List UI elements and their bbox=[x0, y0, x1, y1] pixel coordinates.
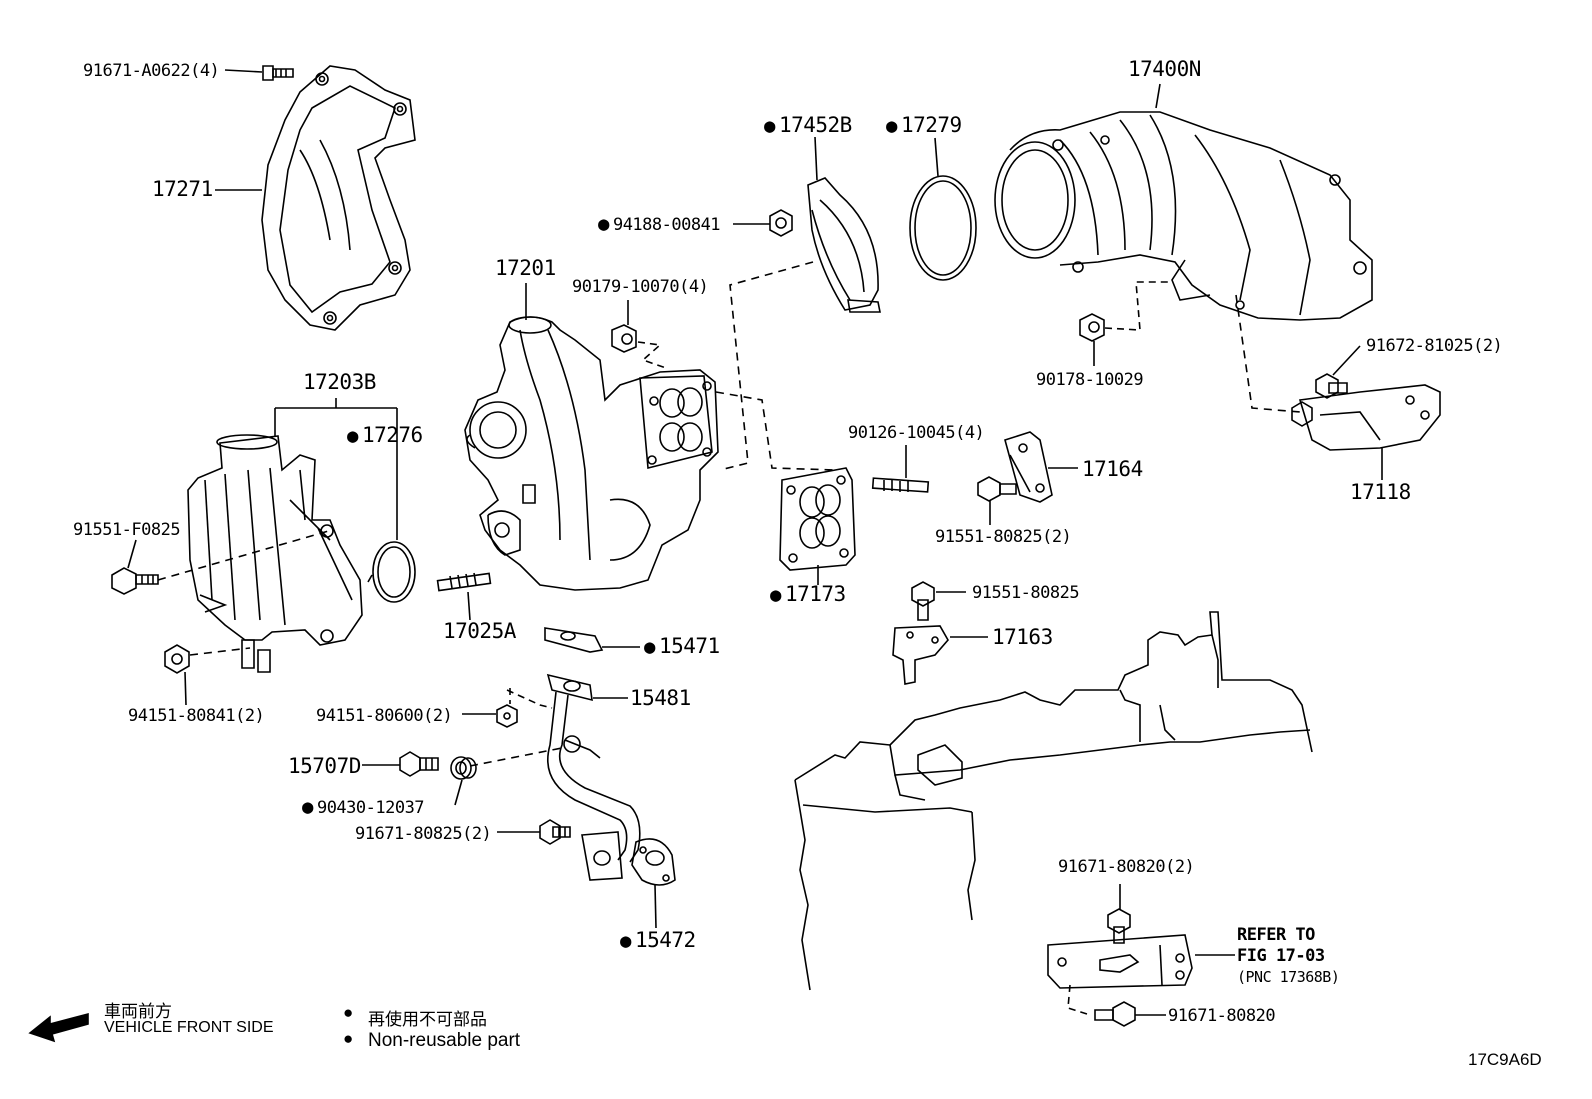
stud-17025a bbox=[438, 573, 491, 591]
label-91551-80825-2: 91551-80825(2) bbox=[935, 527, 1072, 547]
bolt-91551-80825 bbox=[912, 582, 934, 620]
nut-94151-80841 bbox=[165, 645, 189, 673]
label-17163: 17163 bbox=[992, 625, 1053, 649]
label-15481: 15481 bbox=[630, 686, 691, 710]
bolt-91671-80825 bbox=[540, 820, 570, 844]
label-17164: 17164 bbox=[1082, 457, 1143, 481]
label-91671-80825: 91671-80825(2) bbox=[355, 824, 492, 844]
engine-block-outline bbox=[795, 612, 1312, 990]
bracket-fig17-03 bbox=[1048, 935, 1192, 988]
refer-line-3: (PNC 17368B) bbox=[1237, 968, 1340, 986]
label-91672-81025: 91672-81025(2) bbox=[1366, 336, 1503, 356]
bracket-17163 bbox=[893, 626, 948, 684]
legend-bullet-en-icon: ● bbox=[343, 1029, 354, 1048]
legend-front-en: VEHICLE FRONT SIDE bbox=[104, 1019, 274, 1036]
label-91551-f0825: 91551-F0825 bbox=[73, 520, 181, 540]
nut-94188-00841 bbox=[770, 210, 792, 236]
legend-nonreuse-jp: 再使用不可部品 bbox=[368, 1010, 487, 1029]
nut-90179-10070 bbox=[612, 325, 636, 352]
bracket-17118 bbox=[1300, 385, 1440, 450]
oil-pipe-15481 bbox=[548, 675, 640, 880]
label-94188-00841: 94188-00841 bbox=[598, 214, 721, 235]
label-91671-a0622: 91671-A0622(4) bbox=[83, 61, 220, 81]
converter-17400n bbox=[995, 112, 1372, 320]
refer-line-2: FIG 17-03 bbox=[1237, 946, 1325, 966]
label-17025a: 17025A bbox=[443, 619, 516, 643]
exhaust-manifold-17203b bbox=[188, 435, 362, 672]
refer-line-1: REFER TO bbox=[1237, 925, 1315, 945]
nut-90178-10029 bbox=[1080, 314, 1104, 341]
label-15707d: 15707D bbox=[288, 754, 361, 778]
legend-bullet-jp-icon: ● bbox=[343, 1003, 354, 1022]
label-90126-10045: 90126-10045(4) bbox=[848, 423, 985, 443]
label-17201: 17201 bbox=[495, 256, 556, 280]
gasket-17279 bbox=[910, 176, 976, 280]
label-17452b: 17452B bbox=[764, 115, 852, 136]
label-91671-80820-2: 91671-80820(2) bbox=[1058, 857, 1195, 877]
label-17279: 17279 bbox=[886, 115, 962, 136]
label-90178-10029: 90178-10029 bbox=[1036, 370, 1144, 390]
bolt-91671-a0622 bbox=[263, 66, 293, 80]
heat-insulator-17271 bbox=[262, 66, 415, 330]
label-91671-80820: 91671-80820 bbox=[1168, 1006, 1276, 1026]
vehicle-front-arrow-icon bbox=[30, 1014, 88, 1041]
label-90179-10070: 90179-10070(4) bbox=[572, 277, 709, 297]
bolt-91672-81025-b bbox=[1292, 402, 1312, 426]
label-17271: 17271 bbox=[152, 177, 213, 201]
bolt-91551-80825-2 bbox=[978, 477, 1016, 501]
stud-90126-10045 bbox=[873, 478, 929, 492]
bolt-91671-80820 bbox=[1095, 1002, 1135, 1026]
label-17276: 17276 bbox=[347, 425, 423, 446]
label-91551-80825: 91551-80825 bbox=[972, 583, 1080, 603]
legend-nonreuse-en: Non-reusable part bbox=[368, 1030, 521, 1051]
label-90430-12037: 90430-12037 bbox=[302, 797, 425, 818]
gasket-15471 bbox=[545, 628, 602, 652]
label-17118: 17118 bbox=[1350, 480, 1411, 504]
gasket-15472 bbox=[632, 839, 675, 885]
label-17173: 17173 bbox=[770, 584, 846, 605]
bolt-15707d bbox=[400, 752, 438, 776]
label-15471: 15471 bbox=[644, 636, 720, 657]
gasket-17173 bbox=[780, 468, 855, 570]
label-15472: 15472 bbox=[620, 930, 696, 951]
clamp-17452b bbox=[808, 178, 880, 312]
turbocharger-17201 bbox=[465, 317, 718, 590]
bolt-91672-81025 bbox=[1316, 374, 1347, 398]
nut-94151-80600 bbox=[497, 705, 517, 727]
bolt-91671-80820-2 bbox=[1108, 909, 1130, 943]
label-17203b: 17203B bbox=[303, 370, 376, 394]
legend-front-jp: 車両前方 bbox=[104, 1002, 172, 1021]
label-17400n: 17400N bbox=[1128, 57, 1201, 81]
bracket-17164 bbox=[1005, 432, 1052, 502]
label-94151-80600: 94151-80600(2) bbox=[316, 706, 453, 726]
gasket-90430-12037 bbox=[451, 757, 476, 779]
bolt-91551-f0825 bbox=[112, 568, 158, 594]
gasket-17276 bbox=[368, 542, 415, 602]
label-94151-80841: 94151-80841(2) bbox=[128, 706, 265, 726]
figure-code: 17C9A6D bbox=[1468, 1050, 1542, 1069]
